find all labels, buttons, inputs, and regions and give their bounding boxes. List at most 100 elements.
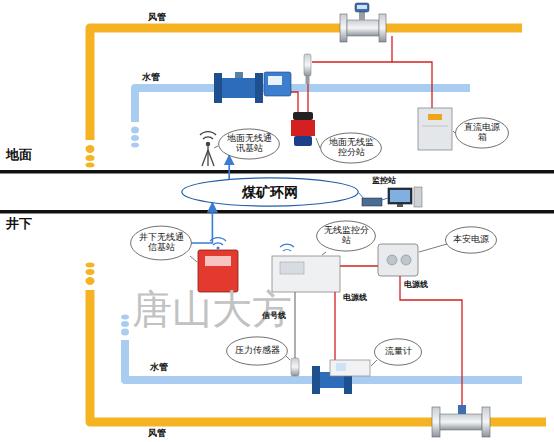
- network-switch: [382, 198, 388, 200]
- callout-ellipse: 流量计: [374, 338, 422, 366]
- turbine-flowmeter: [440, 414, 482, 430]
- water-pipe: [121, 315, 129, 320]
- turbine-flowmeter: [432, 405, 490, 437]
- surface-station: [293, 112, 313, 120]
- safe-power-supply: [387, 255, 397, 265]
- turbine-flowmeter: [359, 11, 365, 20]
- turbine-flowmeter: [482, 407, 490, 437]
- wireless-substation: [272, 244, 340, 292]
- callout-text: 地面无线通讯基站: [226, 134, 273, 154]
- surface-station: [294, 136, 312, 146]
- callout-text: 本安电源: [451, 235, 491, 245]
- surface-station: [291, 120, 315, 136]
- power-wire: [290, 92, 298, 112]
- text-wrap: 本安电源: [451, 235, 491, 245]
- pressure-sensor: [304, 54, 311, 76]
- air-pipe: [90, 28, 522, 140]
- em-flowmeter: [214, 73, 222, 103]
- computer-icon: [388, 188, 412, 204]
- air-pipe: [86, 163, 95, 168]
- em-flowmeter: [336, 363, 346, 371]
- safe-power-supply: [401, 255, 411, 265]
- callout-text: 井下无线通信基站: [138, 233, 185, 253]
- ellipse-outline: [446, 227, 497, 253]
- zone-label: 地面: [6, 148, 32, 162]
- pipe-label: 水管: [142, 73, 160, 83]
- text-wrap: 直流电源箱: [462, 123, 503, 143]
- air-pipe: [86, 263, 95, 268]
- em-flowmeter: [214, 72, 291, 103]
- air-pipe: [86, 145, 95, 153]
- water-pipe: [131, 143, 139, 148]
- callout-ellipse: 直流电源箱: [455, 117, 509, 149]
- em-flowmeter: [312, 360, 370, 394]
- water-pipe: [121, 321, 129, 327]
- turbine-flowmeter: [340, 14, 347, 42]
- turbine-flowmeter: [432, 407, 440, 437]
- antenna-icon: [202, 150, 208, 166]
- ellipse-outline: [374, 339, 421, 365]
- antenna-icon: [200, 132, 216, 166]
- safe-power-supply: [378, 244, 418, 276]
- callout-ellipse: 无线监控分站: [316, 220, 376, 252]
- em-flowmeter: [235, 72, 243, 78]
- antenna-icon: [208, 150, 214, 166]
- leader-line: [322, 252, 326, 255]
- pressure-sensor: [304, 54, 311, 84]
- ground-line: [0, 170, 554, 214]
- dc-power-box: [422, 126, 448, 127]
- ellipse-outline: [321, 133, 382, 163]
- network-ellipse: 煤矿环网: [180, 177, 360, 207]
- underground-base-station: [205, 256, 231, 266]
- callout-ellipse: 地面无线通讯基站: [218, 128, 280, 160]
- wireless-substation: [280, 244, 294, 247]
- ellipse-outline: [182, 178, 358, 206]
- text-wrap: 井下无线通信基站: [138, 233, 185, 253]
- em-flowmeter: [264, 72, 291, 96]
- computer-icon: [388, 187, 422, 207]
- water-pipe: [121, 329, 129, 336]
- power-wire: [334, 292, 335, 360]
- callout-ellipse: 井下无线通信基站: [130, 225, 192, 261]
- power-wire: [335, 266, 462, 405]
- power-wire: [391, 36, 392, 62]
- signal-wire: [294, 292, 295, 358]
- computer-icon: [414, 187, 422, 207]
- pipe-label: 水管: [150, 363, 168, 373]
- underground-base-station: [198, 250, 238, 292]
- leader-line: [419, 244, 447, 252]
- water-pipe: [131, 135, 139, 141]
- em-flowmeter: [268, 76, 282, 85]
- ground-line: [0, 210, 554, 214]
- callout-ellipse: 地面无线监控分站: [320, 132, 382, 164]
- wire-label: 电源线: [343, 294, 367, 303]
- text-wrap: 煤矿环网: [202, 184, 339, 200]
- antenna-icon: [207, 144, 208, 166]
- water-pipe: [131, 127, 139, 134]
- air-pipe: [86, 28, 523, 168]
- wireless-substation: [283, 249, 291, 251]
- text-wrap: 地面无线监控分站: [328, 138, 375, 158]
- watermark: 唐山大方: [132, 287, 292, 331]
- pressure-sensor: [291, 358, 299, 376]
- turbine-flowmeter: [357, 5, 367, 9]
- underground-base-station: [198, 238, 238, 292]
- ellipse-outline: [456, 118, 509, 148]
- leader-line: [286, 356, 290, 360]
- dc-power-box: [428, 114, 442, 120]
- ground-line: [0, 170, 554, 174]
- pipe-label: 风管: [148, 429, 166, 439]
- pressure-sensor: [291, 358, 299, 376]
- callout-text: 无线监控分站: [323, 226, 369, 246]
- antenna-icon: [203, 137, 213, 139]
- leader-line: [190, 256, 197, 262]
- network-link: [191, 203, 212, 243]
- text-wrap: 地面无线通讯基站: [226, 134, 273, 154]
- turbine-flowmeter: [458, 405, 466, 414]
- callout-text: 流量计: [380, 347, 416, 357]
- em-flowmeter: [330, 360, 370, 376]
- callout-text: 地面无线监控分站: [328, 138, 375, 158]
